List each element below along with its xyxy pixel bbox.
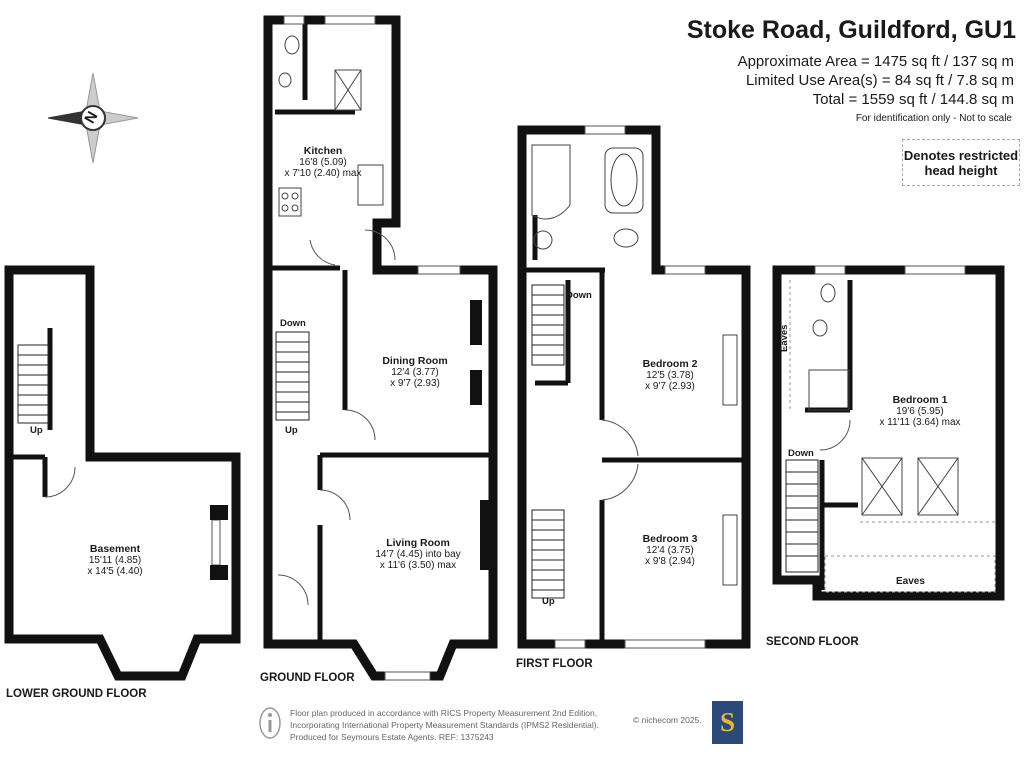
windows	[211, 15, 966, 681]
room-dim: x 14'5 (4.40)	[87, 566, 143, 577]
first-floor-outline	[517, 125, 751, 649]
restricted-legend-line1: Denotes restricted	[903, 148, 1019, 163]
footer-line: Produced for Seymours Estate Agents. REF…	[290, 732, 494, 742]
floor-label-first: FIRST FLOOR	[516, 658, 593, 670]
limited-use-area: Limited Use Area(s) = 84 sq ft / 7.8 sq …	[745, 72, 1014, 89]
eaves-label: Eaves	[896, 576, 925, 587]
floor-label-lower-ground: LOWER GROUND FLOOR	[6, 688, 147, 700]
room-dim: 16'8 (5.09)	[299, 157, 347, 168]
second-floor-outline	[772, 265, 1005, 601]
room-dim: 14'7 (4.45) into bay	[375, 549, 461, 560]
info-icon	[259, 707, 281, 739]
floor-label-ground: GROUND FLOOR	[260, 672, 355, 684]
room-dim: x 11'11 (3.64) max	[879, 417, 961, 428]
chimney-breasts	[210, 300, 492, 580]
room-dim: 15'11 (4.85)	[88, 555, 142, 566]
approximate-area: Approximate Area = 1475 sq ft / 137 sq m	[737, 53, 1014, 70]
footer-line: Floor plan produced in accordance with R…	[290, 708, 598, 718]
stairs-group	[17, 284, 819, 599]
footer-line: Incorporating International Property Mea…	[290, 720, 599, 730]
room-dim: 19'6 (5.95)	[896, 406, 944, 417]
room-dim: 12'4 (3.75)	[646, 545, 694, 556]
room-name: Dining Room	[382, 355, 448, 367]
fixtures	[278, 35, 959, 586]
copyright: © nichecom 2025.	[633, 715, 702, 725]
room-dim: x 9'7 (2.93)	[645, 381, 695, 392]
room-basement: Basement 15'11 (4.85) x 14'5 (4.40)	[60, 543, 170, 577]
room-bedroom-1: Bedroom 1 19'6 (5.95) x 11'11 (3.64) max	[860, 394, 980, 428]
eaves-label-vertical: Eaves	[779, 324, 790, 352]
room-name: Bedroom 3	[642, 533, 698, 545]
stair-label-down: Down	[788, 448, 814, 459]
door-swings	[44, 229, 851, 606]
room-living: Living Room 14'7 (4.45) into bay x 11'6 …	[348, 537, 488, 571]
lower-ground-outline	[4, 265, 241, 681]
room-name: Bedroom 1	[892, 394, 948, 406]
room-bedroom-2: Bedroom 2 12'5 (3.78) x 9'7 (2.93)	[615, 358, 725, 392]
room-dining: Dining Room 12'4 (3.77) x 9'7 (2.93)	[360, 355, 470, 389]
page-title: Stoke Road, Guildford, GU1	[686, 16, 1016, 44]
stair-label-down: Down	[280, 318, 306, 329]
stair-label-up: Up	[30, 425, 43, 436]
stair-label-up: Up	[542, 596, 555, 607]
total-area: Total = 1559 sq ft / 144.8 sq m	[812, 91, 1014, 108]
room-name: Basement	[89, 543, 141, 555]
room-dim: 12'4 (3.77)	[391, 367, 439, 378]
ground-floor-outline	[263, 15, 498, 681]
stair-label-up: Up	[285, 425, 298, 436]
room-dim: x 9'8 (2.94)	[645, 556, 695, 567]
room-name: Kitchen	[303, 145, 343, 157]
restricted-legend-line2: head height	[924, 163, 998, 178]
room-bedroom-3: Bedroom 3 12'4 (3.75) x 9'8 (2.94)	[615, 533, 725, 567]
identification-note: For identification only - Not to scale	[855, 113, 1012, 124]
room-dim: 12'5 (3.78)	[646, 370, 694, 381]
compass-icon	[47, 72, 139, 164]
agent-logo: S	[712, 701, 743, 744]
room-dim: x 9'7 (2.93)	[390, 378, 440, 389]
floor-label-second: SECOND FLOOR	[766, 636, 859, 648]
room-dim: x 11'6 (3.50) max	[379, 560, 457, 571]
room-name: Bedroom 2	[642, 358, 698, 370]
stair-label-down: Down	[566, 290, 592, 301]
footer-notes: Floor plan produced in accordance with R…	[290, 707, 630, 743]
room-kitchen: Kitchen 16'8 (5.09) x 7'10 (2.40) max	[268, 145, 378, 179]
room-dim: x 7'10 (2.40) max	[284, 168, 362, 179]
restricted-height-legend: Denotes restricted head height	[902, 139, 1020, 186]
restricted-area-outline	[789, 280, 996, 593]
room-name: Living Room	[386, 537, 450, 549]
